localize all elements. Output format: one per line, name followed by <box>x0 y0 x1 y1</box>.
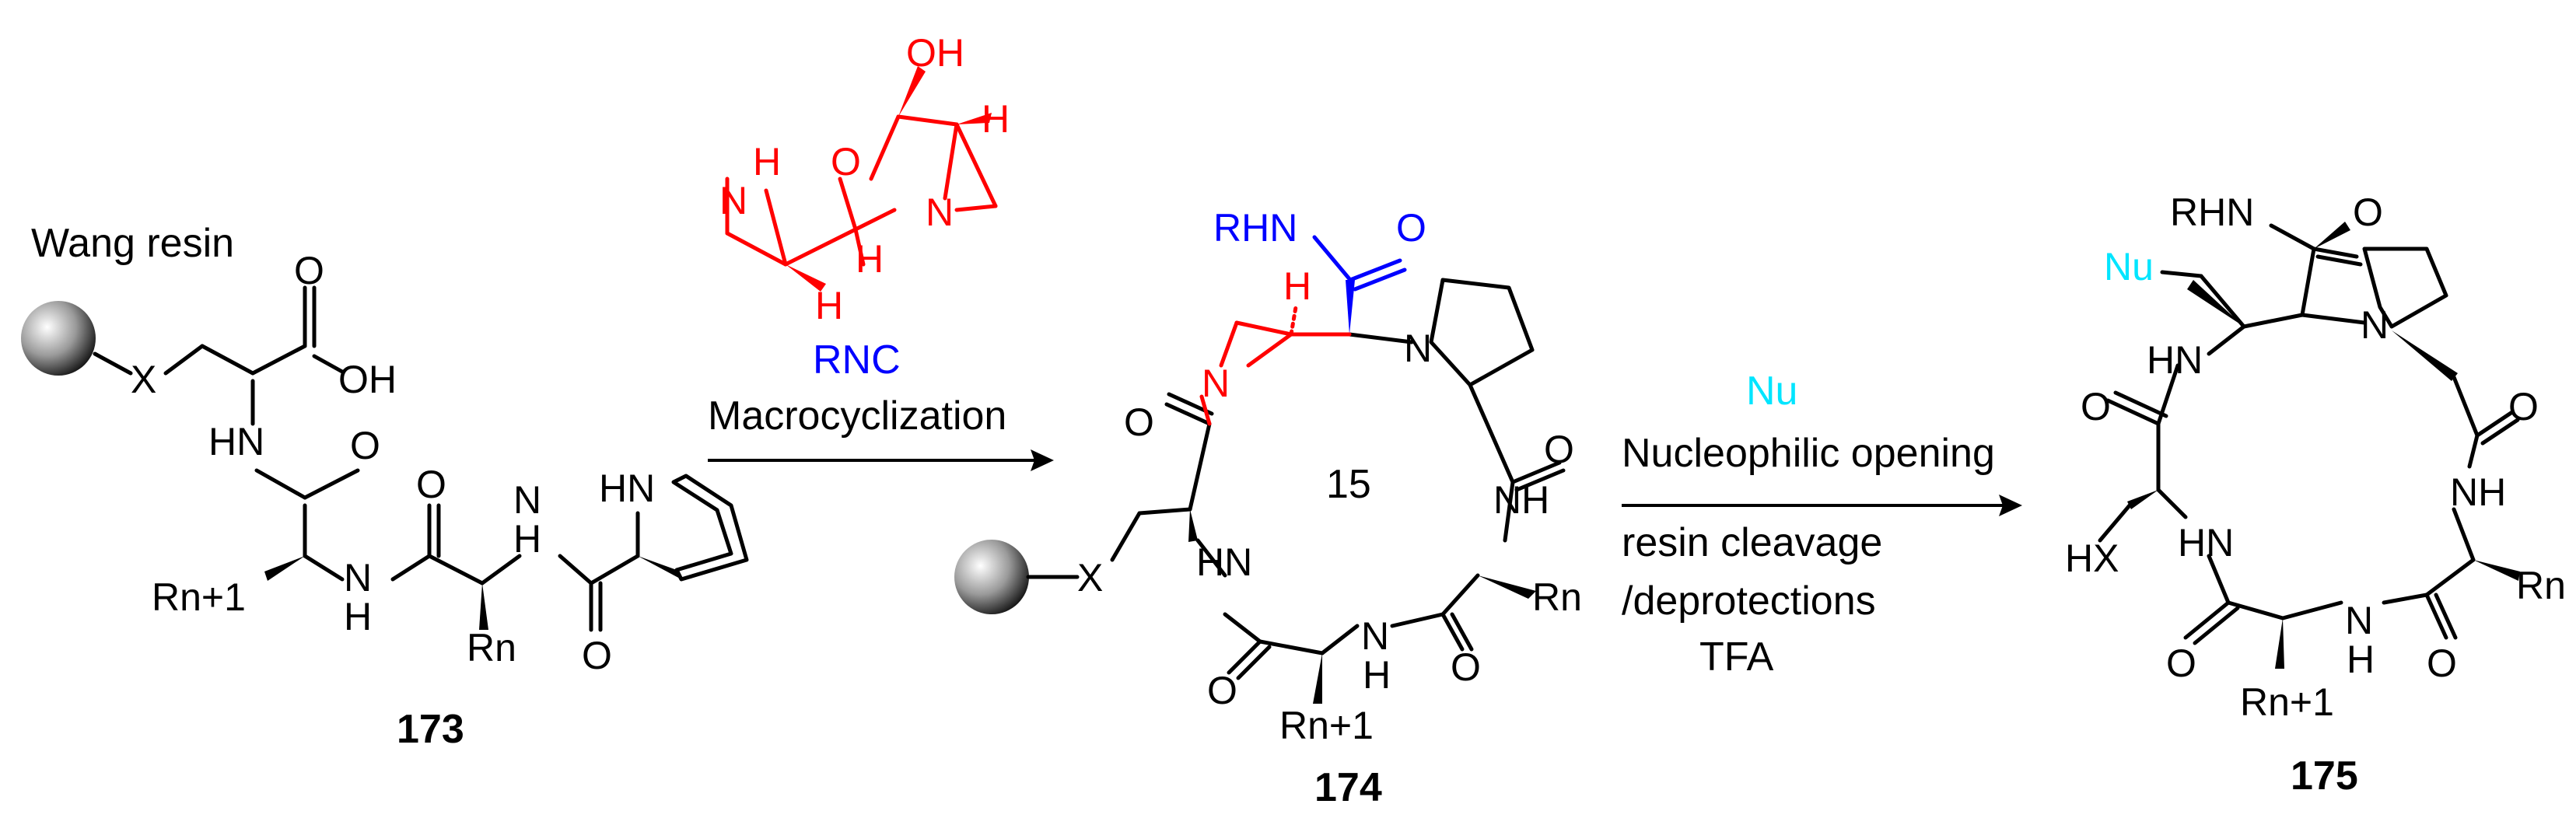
atom-h: H <box>815 284 843 327</box>
condition-line-1: Nucleophilic opening <box>1622 431 1995 476</box>
atom-n: N <box>719 179 747 222</box>
atom-nh: NH <box>1493 478 1549 522</box>
atom-oh: OH <box>338 358 397 401</box>
atom-h: H <box>856 237 884 281</box>
substituent-rn: Rn <box>1532 575 1582 619</box>
atom-rhn: RHN <box>2170 191 2254 234</box>
atom-o: O <box>582 634 612 677</box>
reagent-nu: Nu <box>1746 369 1797 414</box>
atom-o: O <box>350 424 380 467</box>
reagent-rnc: RNC <box>813 337 901 383</box>
atom-n: N <box>926 191 954 234</box>
atom-n: N <box>2345 599 2373 642</box>
condition-line-2: resin cleavage <box>1622 520 1882 565</box>
substituent-rn1: Rn+1 <box>2240 680 2334 724</box>
compound-175: RHN O Nu N HN O O NH HN HX Rn O N H O Rn… <box>2065 191 2566 799</box>
substituent-rn: Rn <box>2516 564 2566 607</box>
atom-hx: HX <box>2065 537 2119 580</box>
atom-hn: HN <box>599 467 655 510</box>
atom-o: O <box>416 463 446 506</box>
atom-o: O <box>2166 641 2196 685</box>
condition-macrocyclization: Macrocyclization <box>708 393 1006 439</box>
atom-h: H <box>344 595 372 638</box>
atom-o: O <box>1544 428 1574 471</box>
atom-o: O <box>2353 191 2383 234</box>
atom-x: X <box>1077 556 1103 600</box>
atom-o: O <box>1207 669 1237 712</box>
atom-o: O <box>2427 641 2457 685</box>
bonds-dimer <box>725 66 998 292</box>
reaction-arrow-1 <box>708 449 1054 471</box>
compound-174: X RHN O H N O N 15 O NH HN Rn O N H O Rn… <box>954 206 1582 810</box>
atom-h: H <box>513 517 541 561</box>
reagent-2-conditions: Nu Nucleophilic opening resin cleavage /… <box>1622 369 1995 680</box>
compound-number-175: 175 <box>2291 753 2358 799</box>
atom-o: O <box>2081 385 2111 428</box>
atom-o: O <box>1451 645 1481 689</box>
substituent-rn: Rn <box>467 626 516 669</box>
reaction-arrow-2 <box>1622 495 2022 516</box>
atom-hn: HN <box>208 420 264 463</box>
atom-h: H <box>2347 638 2375 681</box>
bonds-175 <box>2098 222 2520 669</box>
atom-n: N <box>1361 614 1389 658</box>
compound-number-173: 173 <box>397 707 464 752</box>
atom-o: O <box>1124 400 1154 444</box>
atom-o: O <box>294 249 324 292</box>
reagent-aziridine-aldehyde-dimer: OH O H N H N H H RNC Macrocyclization <box>708 31 1010 439</box>
atom-n: N <box>2361 303 2389 347</box>
bonds-173 <box>93 285 749 632</box>
atom-nu: Nu <box>2104 245 2154 288</box>
atom-o: O <box>1396 206 1426 250</box>
substituent-rn1: Rn+1 <box>152 575 246 619</box>
bonds-174 <box>1026 235 1566 704</box>
atom-o: O <box>831 140 861 184</box>
atom-o: O <box>2508 385 2539 428</box>
atom-h: H <box>982 97 1010 141</box>
resin-bead-icon <box>954 540 1029 614</box>
atom-oh: OH <box>906 31 964 75</box>
atom-hn: HN <box>2178 521 2234 565</box>
atom-rhn: RHN <box>1213 206 1297 250</box>
ring-size-label: 15 <box>1326 462 1371 507</box>
condition-line-3: /deprotections <box>1622 579 1876 624</box>
atom-x: X <box>131 358 156 401</box>
compound-173: Wang resin <box>21 221 749 752</box>
condition-line-4: TFA <box>1699 634 1774 680</box>
atom-n: N <box>513 478 541 522</box>
atom-n: N <box>1202 362 1230 405</box>
atom-h: H <box>753 140 781 184</box>
resin-bead-icon <box>21 301 96 376</box>
atom-nh: NH <box>2450 470 2506 514</box>
atom-n: N <box>1404 327 1432 370</box>
atom-h: H <box>1283 264 1311 308</box>
atom-h: H <box>1363 653 1391 697</box>
atom-hn: HN <box>2147 338 2203 382</box>
wang-resin-label: Wang resin <box>31 221 234 266</box>
substituent-rn1: Rn+1 <box>1279 704 1374 747</box>
atom-hn: HN <box>1196 540 1252 584</box>
compound-number-174: 174 <box>1314 765 1382 810</box>
atom-n: N <box>344 556 372 600</box>
